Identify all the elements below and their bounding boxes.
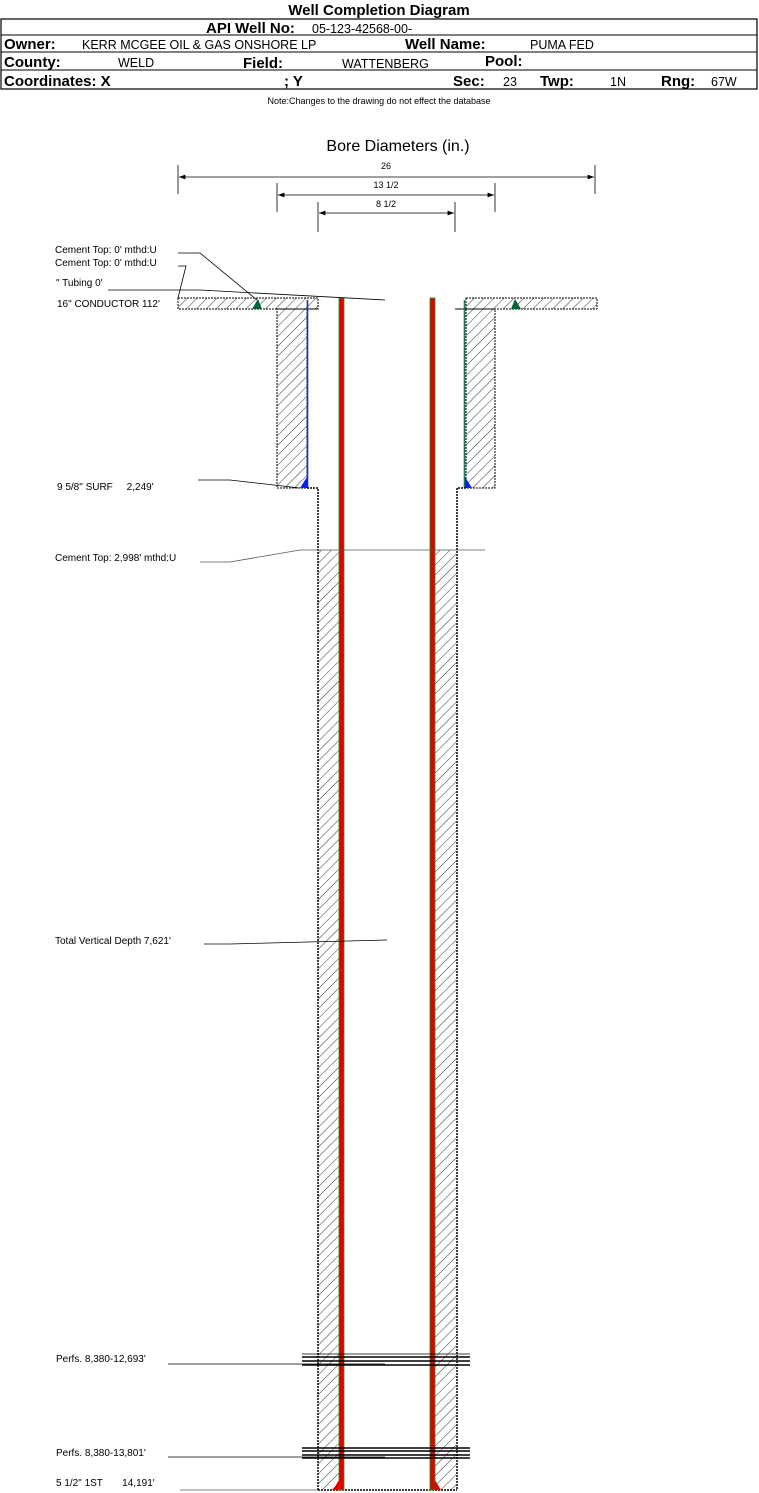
field-value: WATTENBERG <box>342 57 429 71</box>
label-tubing: " Tubing 0' <box>56 278 103 289</box>
coordinates-label: Coordinates: X <box>4 73 111 90</box>
twp-value: 1N <box>610 75 626 89</box>
rng-label: Rng: <box>661 73 695 90</box>
county-value: WELD <box>118 56 154 70</box>
well-name-value: PUMA FED <box>530 38 594 52</box>
note: Note:Changes to the drawing do not effec… <box>268 96 491 106</box>
header-table <box>0 18 758 90</box>
dimension-lines <box>177 165 596 232</box>
label-cement-top-1: Cement Top: 0' mthd:U <box>55 245 157 256</box>
well-name-label: Well Name: <box>405 36 486 53</box>
owner-value: KERR MCGEE OIL & GAS ONSHORE LP <box>82 38 316 52</box>
label-cement-top-3: Cement Top: 2,998' mthd:U <box>55 553 176 564</box>
y-label: ; Y <box>284 73 303 90</box>
label-cement-top-2: Cement Top: 0' mthd:U <box>55 258 157 269</box>
bore-title: Bore Diameters (in.) <box>326 138 469 155</box>
sec-label: Sec: <box>453 73 485 90</box>
label-production: 5 1/2" 1ST 14,191' <box>56 1478 155 1489</box>
label-tvd: Total Vertical Depth 7,621' <box>55 936 171 947</box>
api-label: API Well No: <box>206 20 295 37</box>
surface-casing <box>276 300 496 1491</box>
label-perfs-2: Perfs. 8,380-13,801' <box>56 1448 146 1459</box>
diagram-title: Well Completion Diagram <box>288 2 469 19</box>
rng-value: 67W <box>711 75 737 89</box>
label-conductor: 16" CONDUCTOR 112' <box>57 299 160 310</box>
dim-13-5: 13 1/2 <box>373 180 398 190</box>
dim-26: 26 <box>381 161 391 171</box>
dim-8-5: 8 1/2 <box>376 199 396 209</box>
depth-labels: Cement Top: 0' mthd:U Cement Top: 0' mth… <box>55 245 176 1489</box>
owner-label: Owner: <box>4 36 56 53</box>
sec-value: 23 <box>503 75 517 89</box>
twp-label: Twp: <box>540 73 574 90</box>
field-label: Field: <box>243 55 283 72</box>
api-value: 05-123-42568-00- <box>312 22 412 36</box>
production-cement <box>318 550 456 1490</box>
leader-lines <box>108 252 485 1491</box>
conductor <box>177 297 598 310</box>
county-label: County: <box>4 54 61 71</box>
label-surface: 9 5/8" SURF 2,249' <box>57 482 154 493</box>
pool-label: Pool: <box>485 53 523 70</box>
production-casing <box>333 297 441 1491</box>
label-perfs-1: Perfs. 8,380-12,693' <box>56 1354 146 1365</box>
perforations <box>302 1353 470 1459</box>
